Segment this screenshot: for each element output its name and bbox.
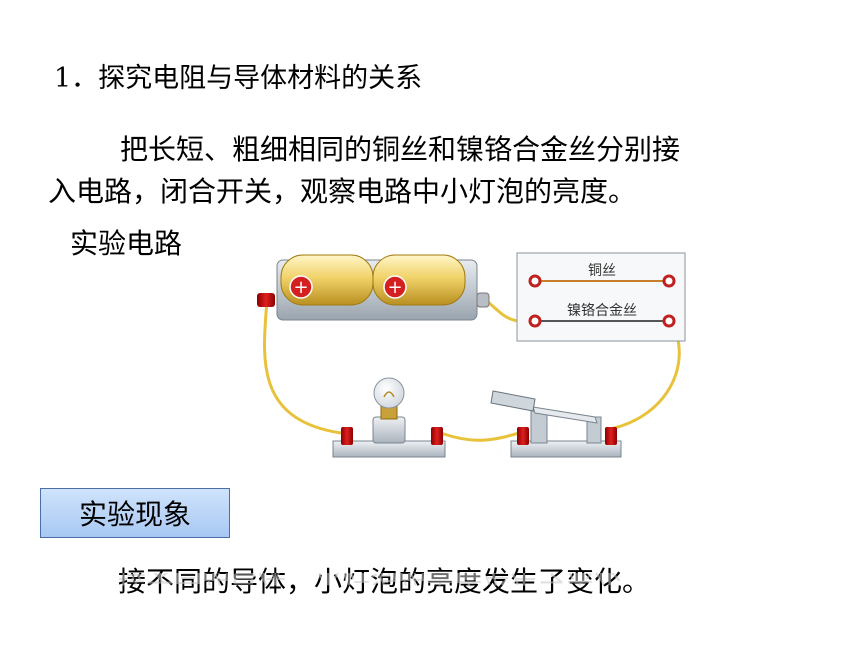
battery-plus-1: + xyxy=(293,277,308,298)
wire-board: 铜丝 镍铬合金丝 xyxy=(516,252,686,342)
battery-plus-2: + xyxy=(387,277,402,298)
copper-wire-label: 铜丝 xyxy=(588,263,616,279)
result-text-reflection: 接不同的导体，小灯泡的亮度发生了变化。 xyxy=(118,573,650,593)
instruction-line-2: 入电路，闭合开关，观察电路中小灯泡的亮度。 xyxy=(48,175,637,208)
positive-terminal-icon xyxy=(383,275,407,299)
result-text: 接不同的导体，小灯泡的亮度发生了变化。 xyxy=(118,565,651,598)
battery-holder: + + xyxy=(257,254,490,321)
knife-switch xyxy=(490,390,622,458)
phenomenon-button[interactable]: 实验现象 xyxy=(40,488,230,538)
light-bulb xyxy=(332,377,446,458)
slide-title: 1．探究电阻与导体材料的关系 xyxy=(54,63,423,94)
circuit-diagram: + + 铜丝 镍铬合金丝 xyxy=(257,252,686,458)
positive-terminal-icon xyxy=(289,275,313,299)
nichrome-wire-label: 镍铬合金丝 xyxy=(567,303,637,319)
circuit-heading: 实验电路 xyxy=(70,227,183,260)
instruction-line-1: 把长短、粗细相同的铜丝和镍铬合金丝分别接 xyxy=(120,133,681,166)
